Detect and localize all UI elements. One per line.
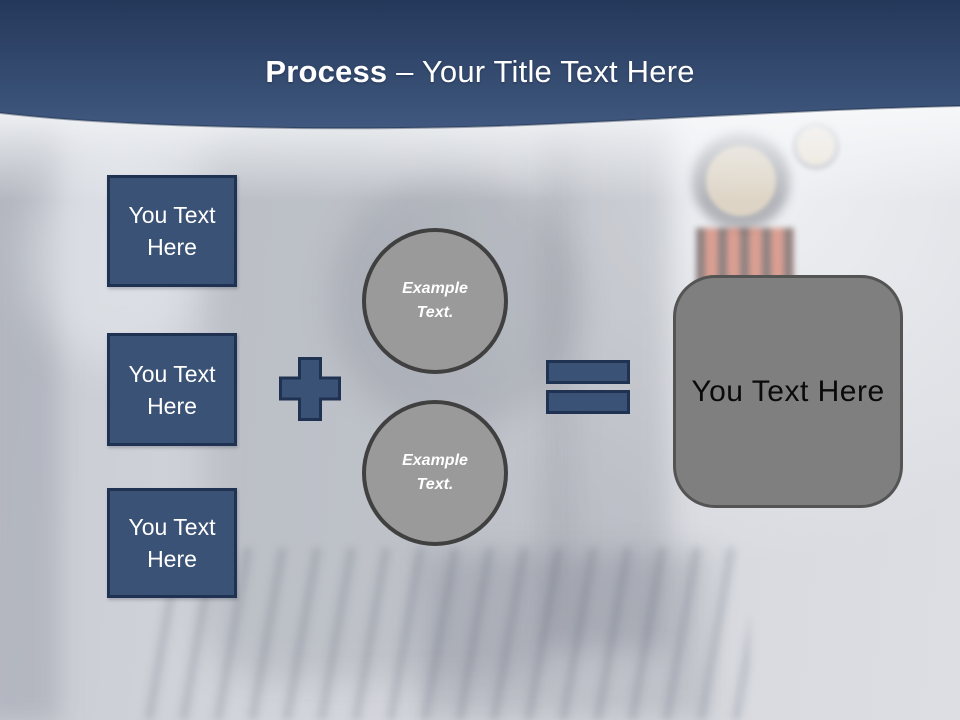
example-circle-1: Example Text. — [362, 228, 508, 374]
example-circle-label: Example Text. — [402, 452, 468, 493]
photo-wheel-shadow — [420, 552, 710, 720]
header-wave-band — [0, 0, 960, 130]
example-circle-label: Example Text. — [402, 280, 468, 321]
example-circle-2: Example Text. — [362, 400, 508, 546]
equals-icon — [546, 360, 630, 414]
title-emphasis: Process — [265, 54, 397, 89]
input-box-1: You Text Here — [107, 175, 237, 287]
title-rest: – Your Title Text Here — [396, 54, 695, 89]
input-box-label: You Text Here — [128, 202, 216, 260]
input-box-label: You Text Here — [128, 514, 216, 572]
input-box-3: You Text Here — [107, 488, 237, 598]
input-box-2: You Text Here — [107, 333, 237, 446]
result-box: You Text Here — [673, 275, 903, 508]
photo-undercarriage — [140, 548, 750, 720]
input-box-label: You Text Here — [128, 360, 216, 419]
slide-title: Process – Your Title Text Here — [0, 54, 960, 90]
plus-icon — [279, 357, 341, 421]
result-box-label: You Text Here — [691, 374, 885, 408]
